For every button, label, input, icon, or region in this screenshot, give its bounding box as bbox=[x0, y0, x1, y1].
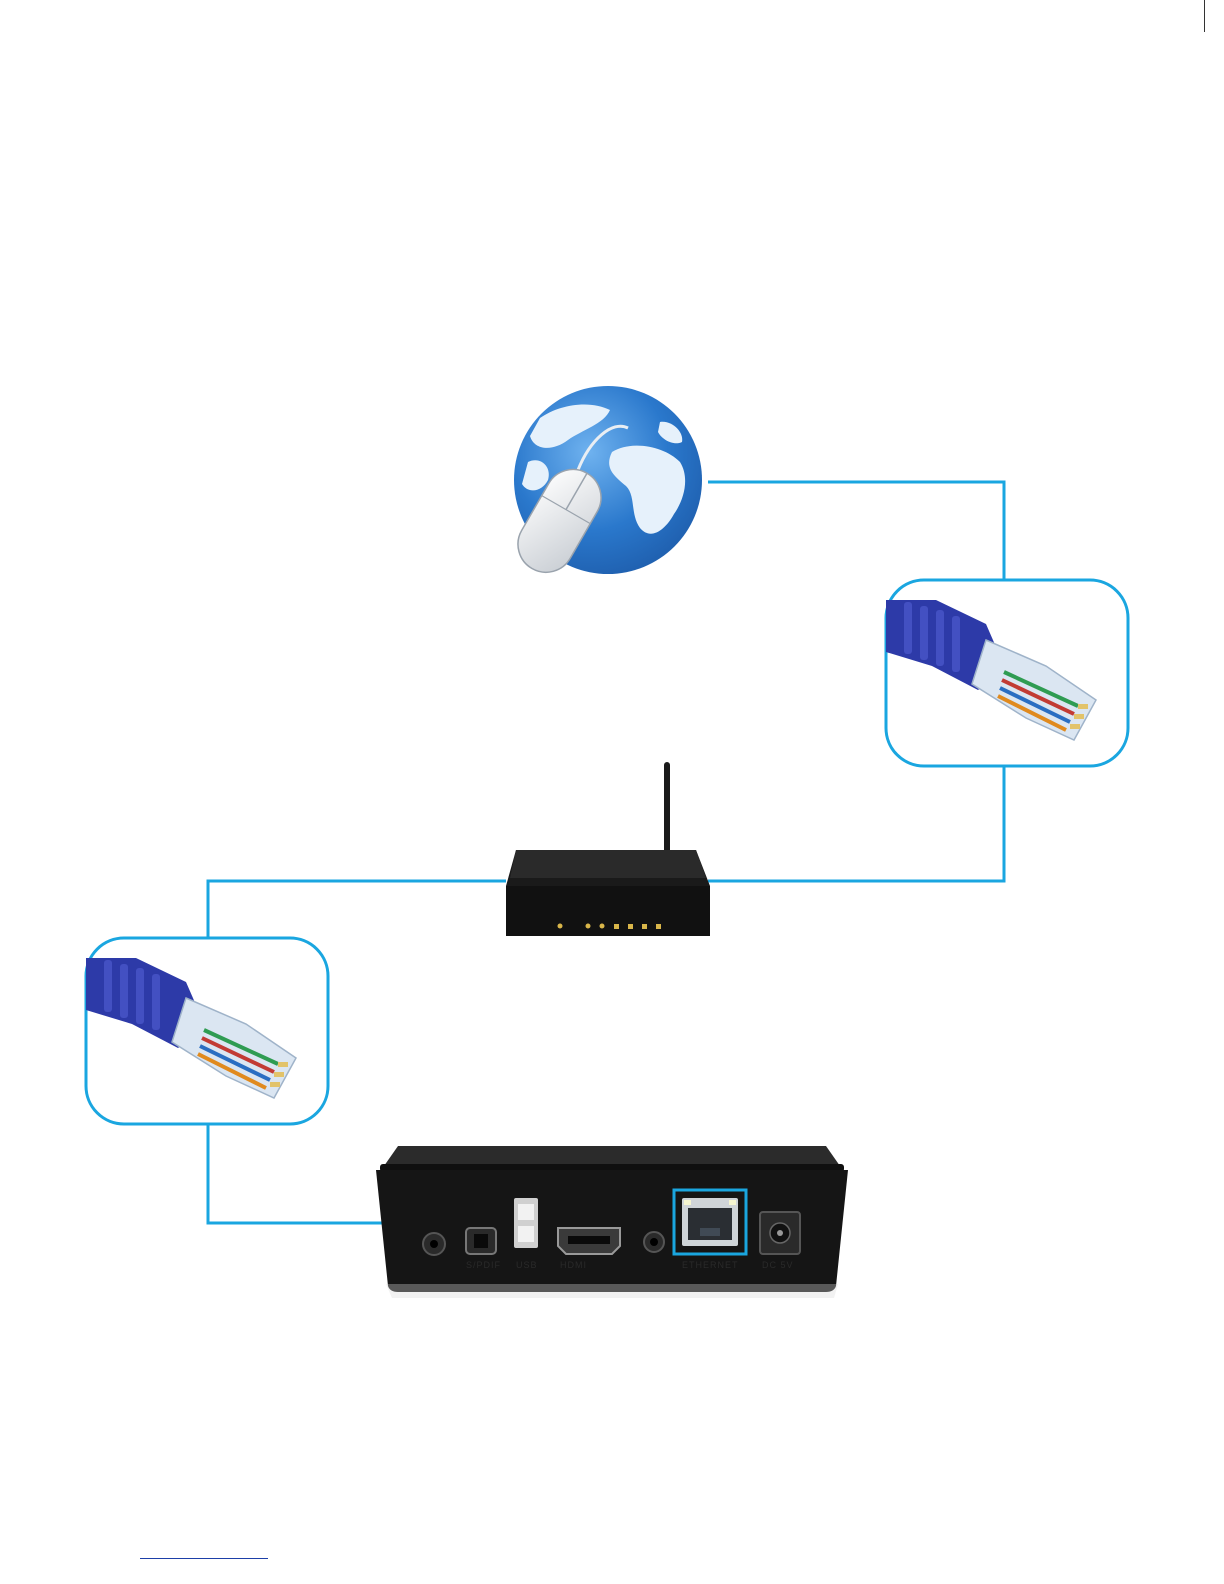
hdmi-label: HDMI bbox=[560, 1260, 587, 1270]
spdif-label: S/PDIF bbox=[466, 1260, 501, 1270]
set-top-box-icon: S/PDIF USB HDMI ETHERNET bbox=[376, 1146, 848, 1298]
wireless-router-icon bbox=[506, 762, 710, 936]
dc-label: DC 5V bbox=[762, 1260, 794, 1270]
audio-jack-port bbox=[423, 1233, 445, 1255]
dc-power-port bbox=[760, 1212, 800, 1254]
connector-router-to-cable bbox=[208, 881, 506, 938]
ethernet-label: ETHERNET bbox=[682, 1260, 739, 1270]
usb-label: USB bbox=[516, 1260, 538, 1270]
connector-cable-to-router bbox=[708, 766, 1004, 881]
connector-internet-to-cable bbox=[708, 482, 1004, 580]
av-jack-port bbox=[644, 1232, 664, 1252]
hdmi-port bbox=[558, 1228, 620, 1254]
globe-mouse-icon bbox=[508, 386, 702, 582]
footer-rule bbox=[140, 1558, 268, 1559]
usb-ports bbox=[514, 1198, 538, 1248]
ethernet-port bbox=[674, 1190, 746, 1254]
spdif-port bbox=[466, 1228, 496, 1254]
